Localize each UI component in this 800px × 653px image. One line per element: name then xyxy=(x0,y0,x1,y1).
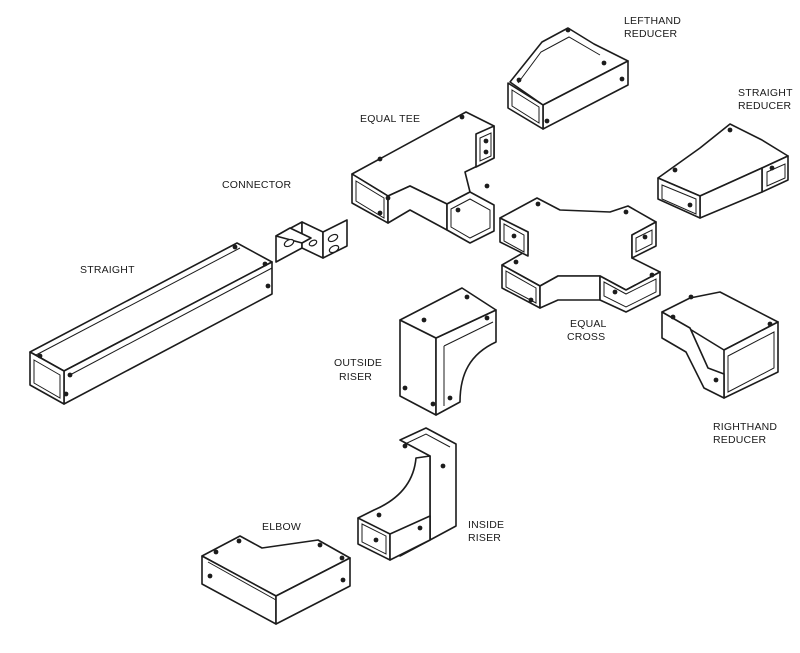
equal-cross-label-line2: CROSS xyxy=(567,331,605,343)
righthand-reducer-label-line2: REDUCER xyxy=(713,434,767,446)
elbow-label: ELBOW xyxy=(262,521,301,533)
lefthand-reducer-label-line1: LEFTHAND xyxy=(624,15,681,27)
lefthand-reducer-part xyxy=(507,27,629,130)
outside-riser-label-line2: RISER xyxy=(339,371,372,383)
straight-reducer-label-line1: STRAIGHT xyxy=(738,87,793,99)
connector-label: CONNECTOR xyxy=(222,179,291,191)
inside-riser-label-line2: RISER xyxy=(468,532,501,544)
equal-tee-part xyxy=(351,111,495,244)
righthand-reducer-part xyxy=(661,291,779,399)
equal-cross-part xyxy=(499,197,661,313)
equal-tee-label: EQUAL TEE xyxy=(360,113,420,125)
righthand-reducer-label-line1: RIGHTHAND xyxy=(713,421,777,433)
outside-riser-label-line1: OUTSIDE xyxy=(334,357,382,369)
straight-reducer-label-line2: REDUCER xyxy=(738,100,792,112)
inside-riser-part xyxy=(357,427,457,561)
straight-reducer-part xyxy=(657,123,789,219)
straight-trunking xyxy=(29,242,273,405)
elbow-part xyxy=(201,535,351,625)
equal-cross-label-line1: EQUAL xyxy=(570,318,607,330)
connector-part xyxy=(275,219,348,263)
straight-label: STRAIGHT xyxy=(80,264,135,276)
outside-riser-part xyxy=(399,287,497,416)
lefthand-reducer-label-line2: REDUCER xyxy=(624,28,678,40)
inside-riser-label-line1: INSIDE xyxy=(468,519,504,531)
